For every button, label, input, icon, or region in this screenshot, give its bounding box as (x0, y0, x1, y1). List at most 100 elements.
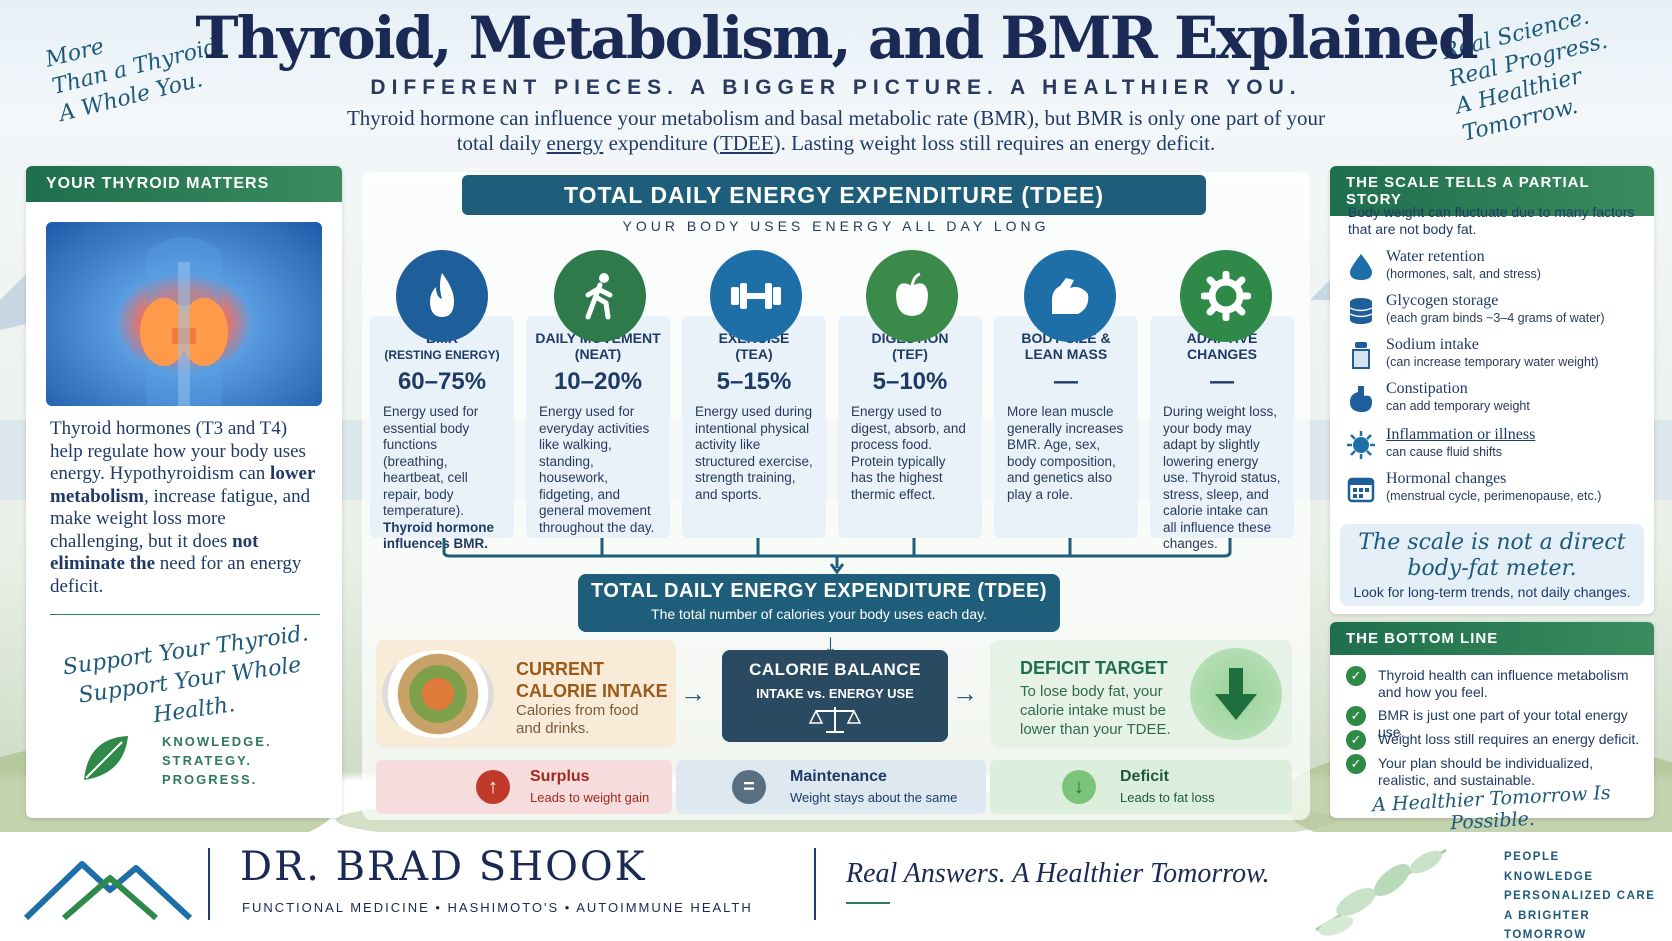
card-description: Energy used during intentional physical … (695, 404, 813, 502)
keyword: STRATEGY. (162, 753, 252, 768)
intake-sub-line: Calories from food (516, 702, 639, 719)
bottom-line-text: Thyroid health can influence metabolism … (1378, 667, 1629, 700)
keyword: A BRIGHTER TOMORROW (1504, 909, 1591, 941)
factor-title: Constipation (1386, 380, 1468, 397)
scale-balance-icon (808, 707, 862, 733)
factor-item: Hormonal changes (menstrual cycle, perim… (1342, 470, 1642, 516)
factor-subtitle: (menstrual cycle, perimenopause, etc.) (1386, 489, 1602, 503)
card-percent: — (1054, 368, 1078, 395)
factor-subtitle: can cause fluid shifts (1386, 445, 1503, 459)
factor-title: Hormonal changes (1386, 470, 1507, 487)
divider (208, 848, 210, 920)
factor-item: Water retention (hormones, salt, and str… (1342, 248, 1642, 294)
intake-sub-line: and drinks. (516, 720, 590, 737)
text-part: need for an energy deficit. (50, 553, 302, 597)
card-bmr: BMR(RESTING ENERGY) 60–75% Energy used f… (370, 316, 514, 551)
card-tef: DIGESTION(TEF) 5–10% Energy used to dige… (838, 316, 982, 538)
scale-story-panel: THE SCALE TELLS A PARTIAL STORY Body wei… (1330, 166, 1654, 614)
bracket-connector (442, 538, 1232, 574)
row-subtitle: Weight stays about the same (790, 790, 958, 805)
row-title: Surplus (530, 768, 590, 785)
deficit-arrow-icon (1190, 648, 1282, 740)
text-emphasis: not eliminate the (50, 530, 259, 575)
tdee-total-subtitle: The total number of calories your body u… (651, 606, 987, 622)
walking-person-icon (554, 250, 646, 342)
factor-title: Water retention (1386, 248, 1485, 265)
bottom-line-text: Your plan should be individualized, real… (1378, 755, 1594, 788)
row-subtitle: Leads to fat loss (1120, 790, 1215, 805)
keyword: PEOPLE (1504, 851, 1560, 863)
doctor-name: DR. BRAD SHOOK (240, 844, 647, 890)
food-plate-icon (382, 650, 494, 738)
check-icon: ✓ (1346, 706, 1366, 726)
card-description: Energy used for essential body functions… (383, 404, 503, 553)
calorie-balance-box: CALORIE BALANCE INTAKE vs. ENERGY USE (722, 650, 948, 742)
row-subtitle: Leads to weight gain (530, 790, 650, 805)
card-percent: 5–10% (872, 368, 948, 395)
keyword: KNOWLEDGE. (162, 734, 272, 749)
intro-part: Thyroid hormone can influence your metab… (346, 106, 1326, 155)
card-title-line: (NEAT) (574, 346, 622, 362)
storage-icon (1349, 298, 1373, 324)
factor-item: Glycogen storage (each gram binds ~3–4 g… (1342, 292, 1642, 338)
tdee-total-box: TOTAL DAILY ENERGY EXPENDITURE (TDEE) Th… (578, 574, 1060, 632)
thyroid-icon (140, 237, 228, 406)
bottom-line-text: Weight loss still requires an energy def… (1378, 731, 1640, 747)
card-percent: 60–75% (397, 368, 487, 395)
intro-link-tdee[interactable]: TDEE (719, 131, 774, 155)
intro-text: Thyroid hormone can influence your metab… (340, 106, 1332, 156)
thyroid-illustration (46, 222, 322, 406)
card-title-line: (TEF) (892, 346, 928, 362)
tdee-subtitle: YOUR BODY USES ENERGY ALL DAY LONG (622, 218, 1050, 234)
footer: DR. BRAD SHOOK FUNCTIONAL MEDICINE • HAS… (0, 832, 1672, 941)
check-icon: ✓ (1346, 666, 1366, 686)
right-arrow-icon: → (952, 678, 978, 708)
factor-item: Constipation can add temporary weight (1342, 380, 1642, 426)
card-title-line: (RESTING ENERGY) (384, 348, 500, 362)
arrow-down-icon: ↓ (1062, 770, 1096, 804)
virus-icon (1347, 431, 1375, 459)
deficit-row: ↓ Deficit Leads to fat loss (990, 760, 1292, 814)
apple-icon (866, 250, 958, 342)
tdee-banner: TOTAL DAILY ENERGY EXPENDITURE (TDEE) (462, 175, 1206, 215)
card-percent: — (1210, 368, 1234, 395)
factor-title: Inflammation or illness (1386, 426, 1536, 443)
factor-subtitle: (hormones, salt, and stress) (1386, 267, 1541, 281)
desc-text: Energy used for essential body functions… (383, 404, 479, 518)
factor-subtitle: (each gram binds ~3–4 grams of water) (1386, 311, 1605, 325)
arrow-up-icon: ↑ (476, 770, 510, 804)
bottom-line-text: BMR is just one part of your total energ… (1378, 707, 1628, 740)
flame-icon (396, 250, 488, 342)
desc-emphasis: Thyroid hormone influences BMR. (383, 519, 494, 552)
row-title: Deficit (1120, 768, 1169, 785)
card-description: More lean muscle generally increases BMR… (1007, 404, 1124, 502)
page-title: Thyroid, Metabolism, and BMR Explained (195, 4, 1478, 72)
factor-subtitle: can add temporary weight (1386, 399, 1530, 413)
surplus-row: ↑ Surplus Leads to weight gain (376, 760, 672, 814)
footer-slogan: Real Answers. A Healthier Tomorrow. (846, 858, 1270, 889)
scale-subtitle: Look for long-term trends, not daily cha… (1353, 584, 1631, 600)
card-adaptive: ADAPTIVE CHANGES — During weight loss, y… (1150, 316, 1294, 551)
card-body-size: BODY SIZE &LEAN MASS — More lean muscle … (994, 316, 1138, 538)
water-drop-icon (1350, 254, 1372, 280)
divider (50, 614, 320, 615)
card-tea: EXERCISE(TEA) 5–15% Energy used during i… (682, 316, 826, 538)
stomach-icon (1350, 386, 1372, 412)
intro-part: expenditure ( (603, 131, 720, 155)
keyword: PROGRESS. (162, 772, 258, 787)
thyroid-description: Thyroid hormones (T3 and T4) help regula… (50, 418, 320, 598)
intro-link-energy[interactable]: energy (546, 131, 604, 155)
script-line: body-fat meter. (1407, 556, 1577, 581)
gear-icon (1180, 250, 1272, 342)
page-subtitle: DIFFERENT PIECES. A BIGGER PICTURE. A HE… (370, 76, 1302, 99)
flexed-arm-icon (1024, 250, 1116, 342)
intake-title-line: CURRENT (516, 659, 604, 679)
card-description: Energy used to digest, absorb, and proce… (851, 404, 966, 502)
card-description: Energy used for everyday activities like… (539, 404, 655, 535)
deficit-target-box: DEFICIT TARGET To lose body fat, your ca… (990, 640, 1292, 748)
right-arrow-icon: → (680, 678, 706, 708)
leaves-icon (1315, 848, 1447, 936)
